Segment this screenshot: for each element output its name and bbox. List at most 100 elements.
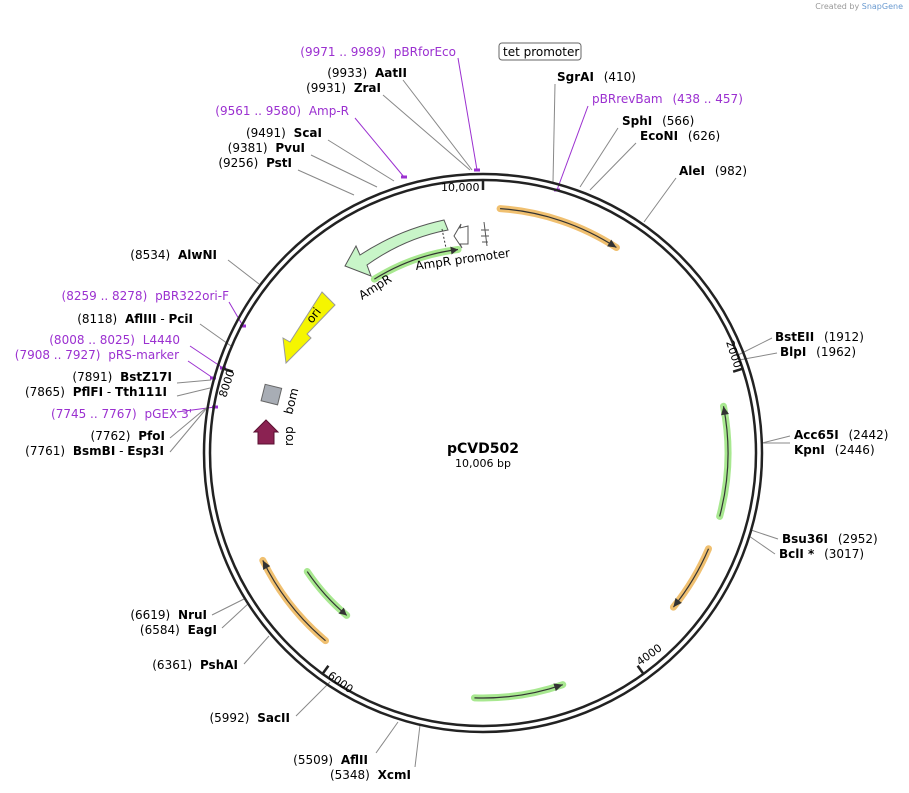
- pbrforeco-label[interactable]: (9971 .. 9989) pBRforEco: [300, 45, 456, 59]
- ampr-feature-arrow[interactable]: [344, 219, 449, 277]
- aflii-position: (5509): [293, 753, 337, 767]
- pgex-name: pGEX 3': [145, 407, 192, 421]
- feature-arc[interactable]: [500, 207, 617, 249]
- pgex-label[interactable]: (7745 .. 7767) pGEX 3': [51, 407, 192, 421]
- bstz17i-label[interactable]: (7891) BstZ17I: [72, 370, 172, 384]
- eagi-label[interactable]: (6584) EagI: [140, 623, 217, 637]
- bsmbi-sep: -: [115, 444, 127, 458]
- tick-label: 10,000: [441, 181, 480, 194]
- pvui-position: (9381): [228, 141, 272, 155]
- ampr-primer-primer-mark: [401, 175, 407, 179]
- nrui-leader-line: [211, 597, 247, 616]
- pflfi-leader-line: [176, 387, 211, 397]
- feature-arc-halo: [496, 205, 620, 252]
- bsmbi-leader-line: [169, 408, 207, 453]
- pbrrevbam-leader-line: [556, 105, 589, 191]
- ampr-promoter-arrow[interactable]: [453, 223, 469, 249]
- xcmi-name: XcmI: [378, 768, 411, 782]
- aatii-label[interactable]: (9933) AatII: [327, 66, 407, 80]
- pbrrevbam-position: (438 .. 457): [669, 92, 743, 106]
- acc65i-label[interactable]: Acc65I (2442): [794, 428, 888, 442]
- nrui-name: NruI: [178, 608, 207, 622]
- sgrai-leader-line: [552, 83, 556, 183]
- bsu36i-label[interactable]: Bsu36I (2952): [782, 532, 878, 546]
- econi-label[interactable]: EcoNI (626): [640, 129, 720, 143]
- sacii-label[interactable]: (5992) SacII: [209, 711, 290, 725]
- afliii-label[interactable]: (8118) AflIII - PciI: [77, 312, 193, 326]
- feature-arc-arrowhead: [553, 683, 563, 692]
- snapgene-credit: Created by SnapGene: [815, 2, 903, 11]
- pflfi-name: PflFI: [73, 385, 103, 399]
- zrai-position: (9931): [306, 81, 350, 95]
- ampr-primer-name: Amp-R: [309, 104, 349, 118]
- bcli-leader-line: [748, 535, 776, 555]
- pfoi-position: (7762): [91, 429, 135, 443]
- feature-arc-arrowhead: [673, 598, 682, 608]
- tet-promoter-label-box: [498, 42, 582, 61]
- sacii-position: (5992): [209, 711, 253, 725]
- bom-label: bom: [281, 386, 301, 415]
- alwni-label[interactable]: (8534) AlwNI: [130, 248, 217, 262]
- acc65i-position: (2442): [845, 428, 889, 442]
- psti-label[interactable]: (9256) PstI: [218, 156, 292, 170]
- pflfi-label[interactable]: (7865) PflFI - Tth111I: [25, 385, 167, 399]
- pshai-label[interactable]: (6361) PshAI: [152, 658, 238, 672]
- tet-promoter-mark[interactable]: [481, 221, 489, 247]
- pfoi-label[interactable]: (7762) PfoI: [91, 429, 165, 443]
- pvui-label[interactable]: (9381) PvuI: [228, 141, 305, 155]
- zrai-label[interactable]: (9931) ZraI: [306, 81, 381, 95]
- rop-label: rop: [282, 426, 296, 446]
- prs-label[interactable]: (7908 .. 7927) pRS-marker: [15, 348, 179, 362]
- afliii-name: AflIII: [125, 312, 157, 326]
- nrui-label[interactable]: (6619) NruI: [130, 608, 207, 622]
- sphi-name: SphI: [622, 114, 652, 128]
- econi-name: EcoNI: [640, 129, 678, 143]
- bsu36i-name: Bsu36I: [782, 532, 828, 546]
- l4440-label[interactable]: (8008 .. 8025) L4440: [49, 333, 180, 347]
- alei-label[interactable]: AleI (982): [679, 164, 747, 178]
- feature-arc-arrowhead: [262, 560, 271, 570]
- aflii-leader-line: [375, 721, 399, 754]
- ampr-primer-label[interactable]: (9561 .. 9580) Amp-R: [215, 104, 349, 118]
- pflfi-sep: -: [103, 385, 115, 399]
- alwni-leader-line: [227, 259, 260, 285]
- pshai-leader-line: [243, 635, 270, 665]
- sgrai-label[interactable]: SgrAI (410): [557, 70, 636, 84]
- sphi-label[interactable]: SphI (566): [622, 114, 694, 128]
- pbrrevbam-label[interactable]: pBRrevBam (438 .. 457): [592, 92, 743, 106]
- feature-arc-arrowhead: [338, 607, 347, 616]
- blpi-label[interactable]: BlpI (1962): [780, 345, 856, 359]
- ampr-boundary-mark: [441, 228, 447, 249]
- sacii-leader-line: [295, 681, 331, 717]
- kpni-label[interactable]: KpnI (2446): [794, 443, 875, 457]
- bsteii-name: BstEII: [775, 330, 814, 344]
- ori-feature-arrow[interactable]: [282, 291, 336, 365]
- ampr-promoter-label: AmpR promoter: [414, 246, 510, 273]
- alei-position: (982): [711, 164, 747, 178]
- bsmbi-label[interactable]: (7761) BsmBI - Esp3I: [25, 444, 164, 458]
- pflfi-position: (7865): [25, 385, 69, 399]
- sgrai-position: (410): [600, 70, 636, 84]
- plasmid-length: 10,006 bp: [455, 457, 511, 470]
- pshai-position: (6361): [152, 658, 196, 672]
- credit-brand: SnapGene: [861, 2, 903, 11]
- tet-promoter-label[interactable]: tet promoter: [503, 45, 579, 59]
- rop-feature-arrow[interactable]: [252, 419, 280, 445]
- scai-label[interactable]: (9491) ScaI: [246, 126, 322, 140]
- feature-arc[interactable]: [262, 560, 326, 642]
- bsmbi-name2: Esp3I: [127, 444, 164, 458]
- pbr322ori-label[interactable]: (8259 .. 8278) pBR322ori-F: [62, 289, 230, 303]
- bsteii-label[interactable]: BstEII (1912): [775, 330, 864, 344]
- xcmi-label[interactable]: (5348) XcmI: [330, 768, 411, 782]
- eagi-position: (6584): [140, 623, 184, 637]
- feature-arc-halo: [303, 568, 351, 619]
- pbrforeco-leader-line: [457, 57, 478, 171]
- acc65i-leader-line: [761, 435, 791, 444]
- bom-feature-box[interactable]: [260, 383, 283, 406]
- feature-arc[interactable]: [374, 248, 459, 280]
- feature-arc[interactable]: [719, 406, 729, 517]
- aflii-label[interactable]: (5509) AflII: [293, 753, 368, 767]
- bcli-label[interactable]: BclI * (3017): [779, 547, 864, 561]
- feature-arc-arrowhead: [721, 406, 729, 416]
